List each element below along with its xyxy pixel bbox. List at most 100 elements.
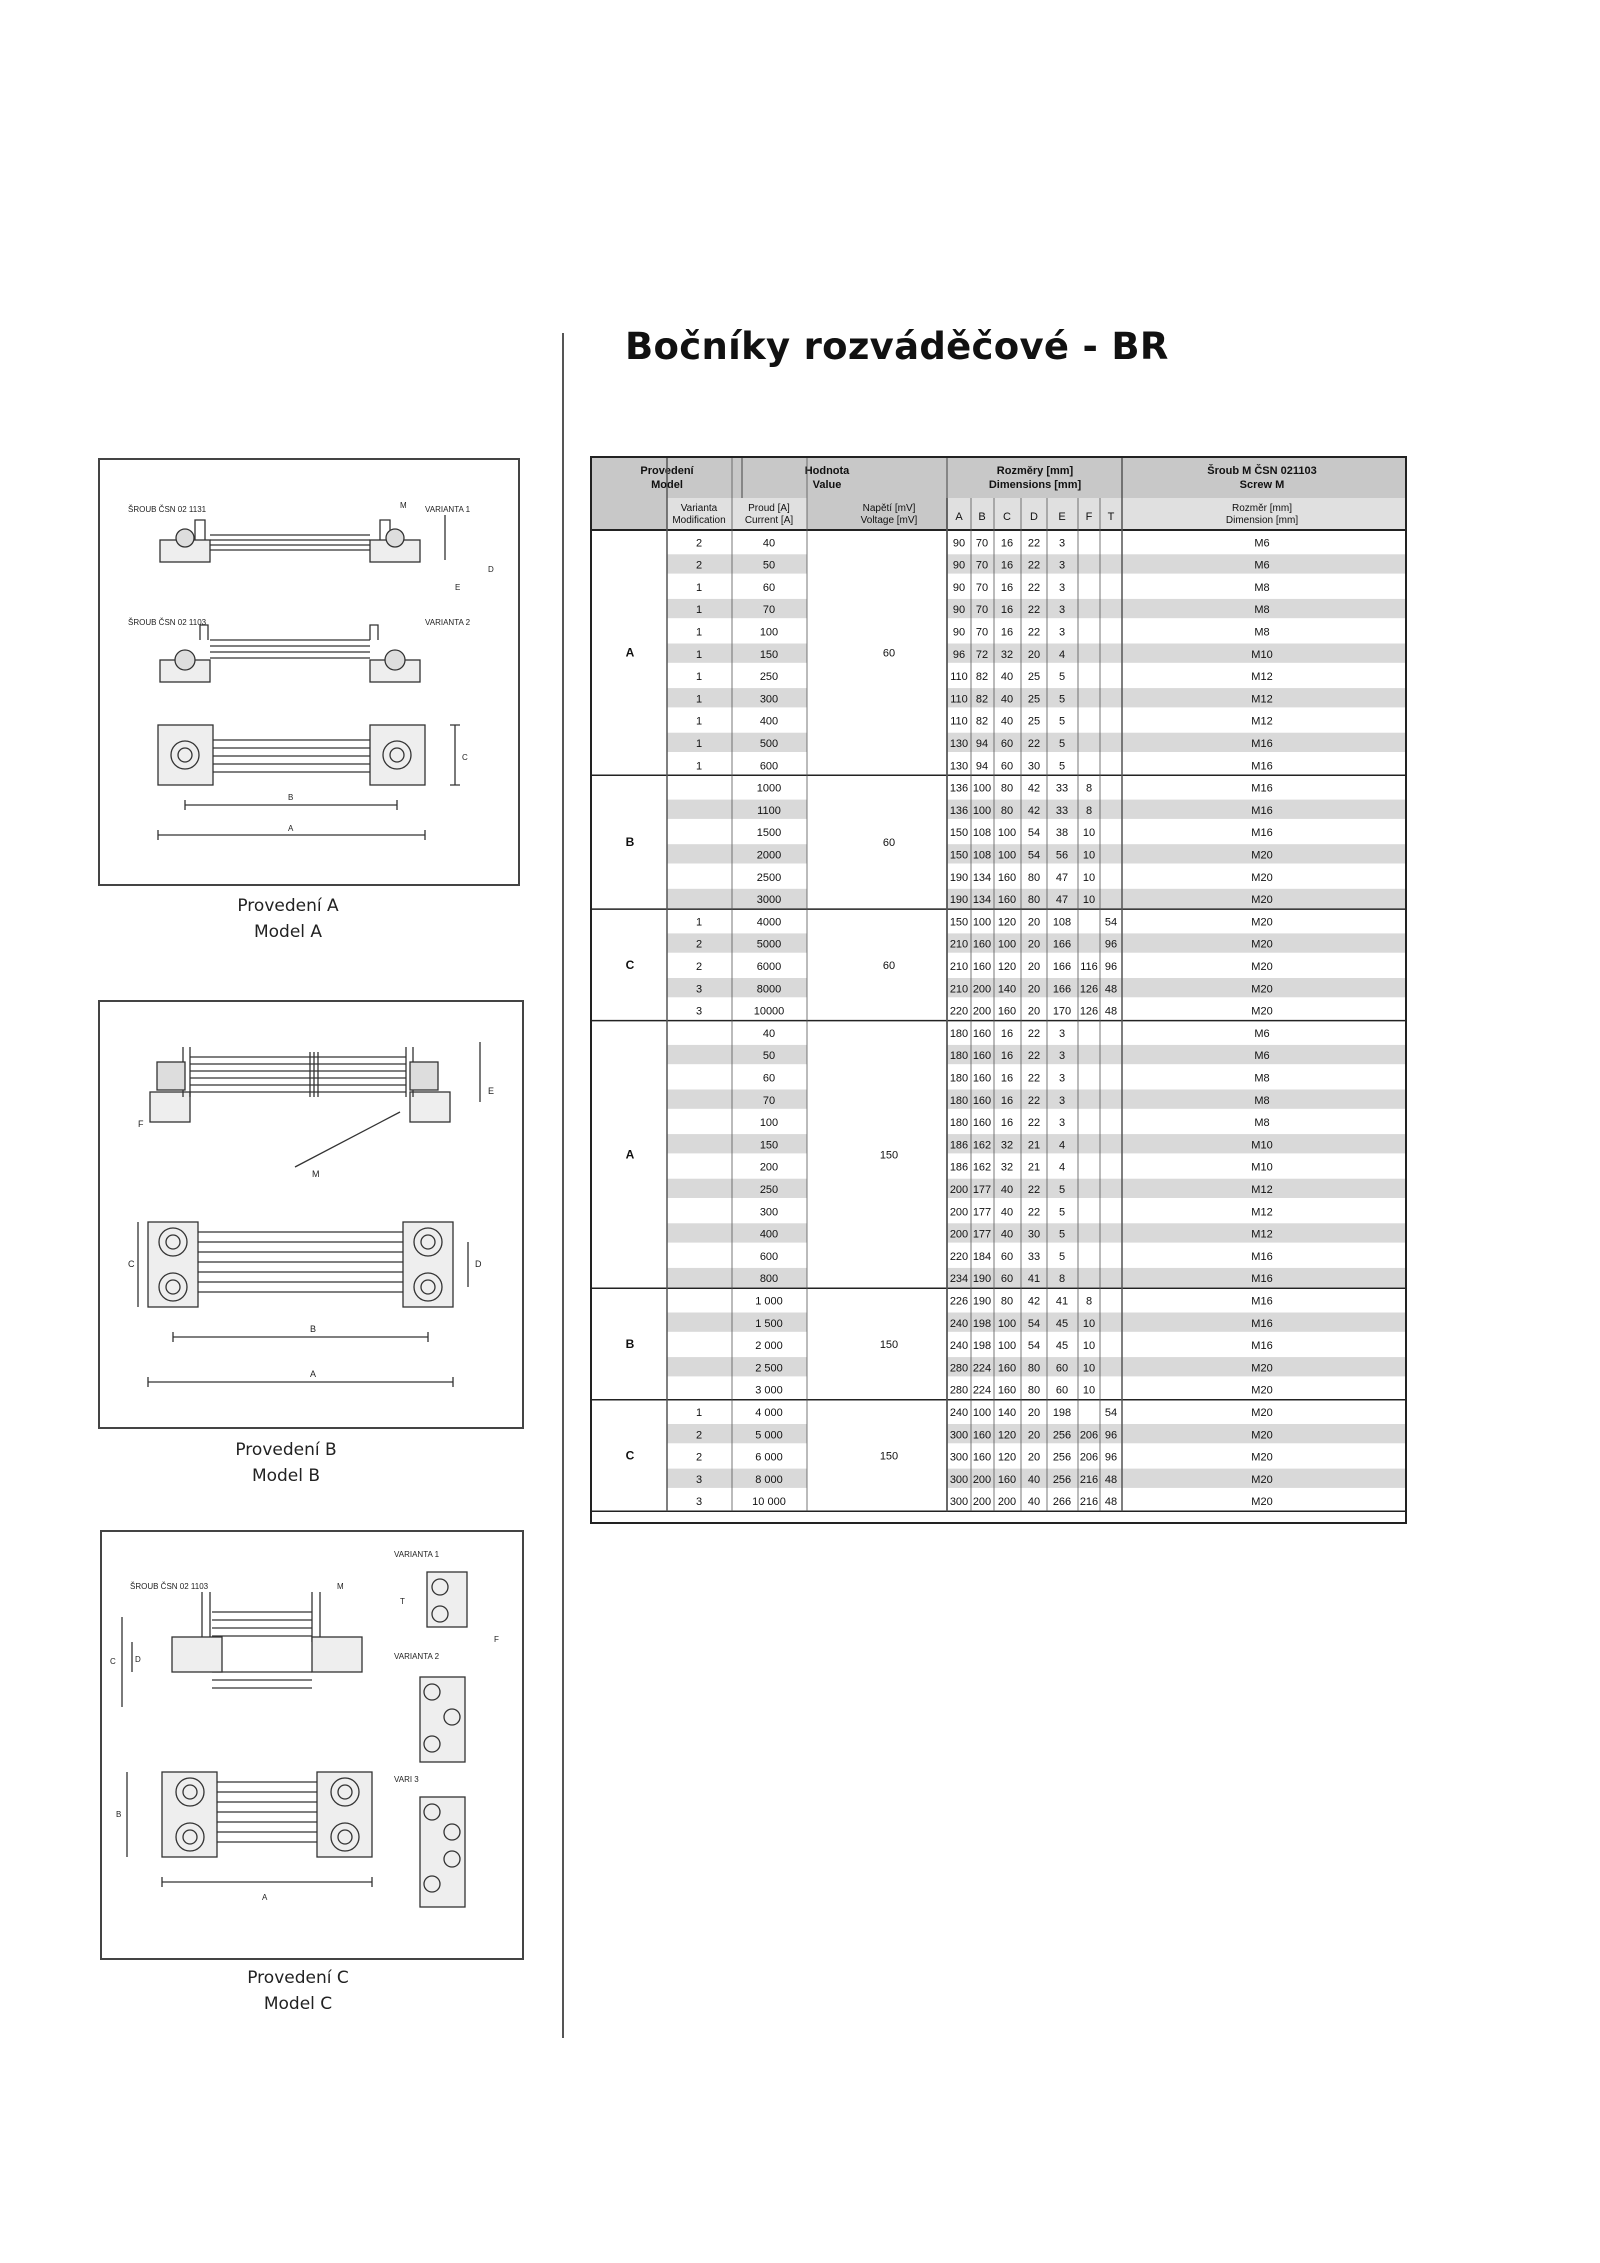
cell-dim-b: 94 [976,760,988,772]
cell-dim-c: 16 [1001,1073,1013,1085]
cell-dim-b: 72 [976,649,988,661]
cell-dim-c: 16 [1001,537,1013,549]
cell-current: 400 [760,1229,778,1241]
cell-dim-e: 33 [1056,783,1068,795]
cell-dim-c: 16 [1001,1028,1013,1040]
label-d: D [488,565,494,574]
cell-dim-c: 160 [998,894,1016,906]
cell-screw: M20 [1251,1006,1272,1018]
cell-dim-b: 160 [973,961,991,973]
label-c: C [110,1657,116,1666]
cell-dim-e: 198 [1053,1407,1071,1419]
label-screw-1: ŠROUB ČSN 02 1131 [128,505,207,514]
cell-dim-d: 42 [1028,1296,1040,1308]
cell-dim-t: 48 [1105,1006,1117,1018]
cell-variant: 2 [696,1429,702,1441]
header-dim-f: F [1086,511,1093,523]
header-voltage: Napětí [mV] [863,503,916,514]
cell-variant: 2 [696,560,702,572]
cell-dim-b: 224 [973,1385,991,1397]
cell-dim-b: 224 [973,1362,991,1374]
cell-dim-c: 40 [1001,671,1013,683]
cell-dim-b: 160 [973,1429,991,1441]
cell-dim-t: 48 [1105,1474,1117,1486]
cell-dim-a: 300 [950,1429,968,1441]
cell-current: 5 000 [755,1429,783,1441]
cell-dim-c: 160 [998,1006,1016,1018]
cell-dim-a: 180 [950,1028,968,1040]
cell-dim-c: 16 [1001,1050,1013,1062]
cell-dim-d: 20 [1028,1407,1040,1419]
cell-dim-f: 10 [1083,894,1095,906]
cell-screw: M16 [1251,1251,1272,1263]
cell-model: A [626,646,635,660]
cell-current: 300 [760,1206,778,1218]
cell-dim-b: 100 [973,805,991,817]
cell-current: 4 000 [755,1407,783,1419]
cell-dim-d: 54 [1028,827,1040,839]
label-f: F [138,1119,144,1129]
row-shade [947,888,1405,909]
cell-dim-c: 120 [998,1429,1016,1441]
row-shade [667,1267,807,1288]
row-shade [947,1223,1405,1243]
header-screw-en: Screw M [1240,479,1285,491]
cell-dim-c: 140 [998,1407,1016,1419]
cell-dim-b: 160 [973,1095,991,1107]
cell-dim-a: 90 [953,604,965,616]
cell-dim-d: 54 [1028,1318,1040,1330]
cell-screw: M20 [1251,872,1272,884]
cell-current: 3000 [757,894,781,906]
label-a: A [310,1369,316,1379]
cell-dim-d: 41 [1028,1273,1040,1285]
page-title: Bočníky rozváděčové - BR [625,325,1169,368]
cell-dim-d: 22 [1028,560,1040,572]
cell-dim-c: 200 [998,1496,1016,1508]
cell-dim-e: 3 [1059,1073,1065,1085]
row-shade [667,978,807,998]
cell-current: 400 [760,716,778,728]
cell-dim-b: 70 [976,604,988,616]
cell-dim-d: 22 [1028,1028,1040,1040]
cell-dim-c: 16 [1001,560,1013,572]
cell-dim-b: 100 [973,783,991,795]
cell-screw: M16 [1251,1318,1272,1330]
cell-dim-d: 20 [1028,649,1040,661]
cell-dim-e: 5 [1059,1184,1065,1196]
cell-dim-b: 198 [973,1340,991,1352]
cell-dim-e: 8 [1059,1273,1065,1285]
cell-current: 3 000 [755,1385,783,1397]
cell-dim-a: 180 [950,1050,968,1062]
cell-dim-f: 216 [1080,1474,1098,1486]
column-divider [562,333,564,2038]
cell-screw: M12 [1251,1229,1272,1241]
row-shade [947,1134,1405,1154]
cell-dim-b: 70 [976,560,988,572]
cell-dim-d: 20 [1028,916,1040,928]
cell-dim-d: 22 [1028,1184,1040,1196]
cell-dim-d: 20 [1028,939,1040,951]
figure-model-b: E F M C D B A [98,1000,524,1429]
cell-voltage: 150 [880,1149,898,1161]
header-variant-en: Modification [672,515,725,526]
label-screw: ŠROUB ČSN 02 1103 [130,1582,209,1591]
cell-variant: 3 [696,1496,702,1508]
header-dim-t: T [1108,511,1115,523]
cell-dim-d: 22 [1028,582,1040,594]
cell-dim-d: 80 [1028,894,1040,906]
cell-variant: 1 [696,693,702,705]
cell-dim-c: 16 [1001,582,1013,594]
cell-current: 8000 [757,983,781,995]
label-m: M [312,1169,320,1179]
label-variant-2: VARIANTA 2 [425,618,471,627]
cell-model: B [626,835,635,849]
cell-variant: 1 [696,671,702,683]
cell-dim-c: 160 [998,1474,1016,1486]
cell-variant: 3 [696,1006,702,1018]
label-variant-3: VARI 3 [394,1775,419,1784]
cell-dim-f: 10 [1083,1318,1095,1330]
cell-dim-a: 90 [953,582,965,594]
header-dimension-en: Dimension [mm] [1226,515,1298,526]
cell-variant: 3 [696,1474,702,1486]
label-d: D [135,1655,141,1664]
